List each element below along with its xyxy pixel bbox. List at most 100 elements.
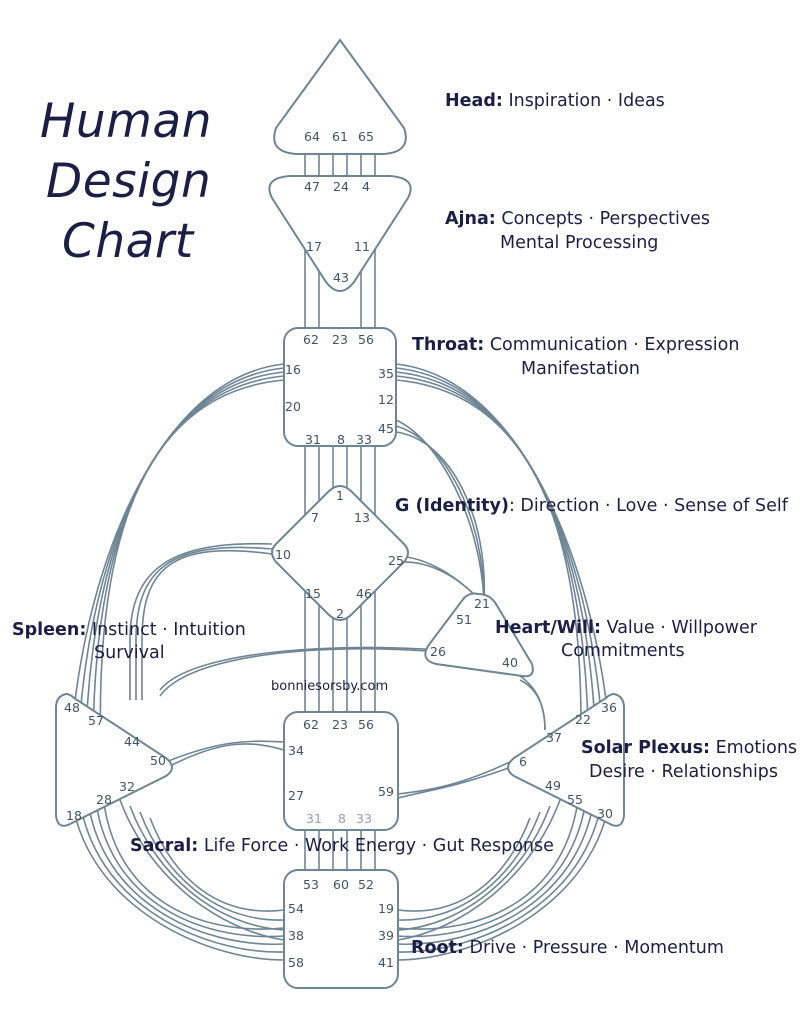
g-left-loop-2 [141,549,273,700]
gate-root-54: 54 [288,901,304,916]
gate-ajna-4: 4 [362,179,370,194]
root-label: Root: Drive · Pressure · Momentum [411,938,724,958]
throat-desc-2: Manifestation [521,359,640,379]
gate-root-41: 41 [378,955,394,970]
heart-desc-1: Value · Willpower [606,618,757,638]
sacral-label: Sacral: Life Force · Work Energy · Gut R… [130,836,554,856]
gate-root-58: 58 [288,955,304,970]
gate-solar-6: 6 [519,754,527,769]
gate-solar-49: 49 [545,778,561,793]
head-center [273,38,407,155]
gate-ajna-11: 11 [354,239,370,254]
gate-sacral-8: 8 [338,811,346,826]
gate-solar-30: 30 [597,806,613,821]
title-line-2: Design [46,154,212,209]
head-label: Head: Inspiration · Ideas [445,91,665,111]
title-line-1: Human [40,94,213,149]
g-name: G (Identity) [395,496,509,516]
gate-heart-51: 51 [456,612,472,627]
solar-plexus-desc-2: Desire · Relationships [589,762,779,782]
ajna-desc-1: Concepts · Perspectives [501,209,711,229]
throat-heart-1 [395,425,485,601]
gate-heart-21: 21 [474,596,490,611]
root-desc: Drive · Pressure · Momentum [469,938,724,958]
sacral-center [283,711,399,831]
ajna-desc-2: Mental Processing [500,233,659,253]
gate-g-13: 13 [354,510,370,525]
g-label: G (Identity): Direction · Love · Sense o… [395,496,788,516]
gate-throat-56: 56 [358,332,374,347]
solar-root-2 [397,811,541,921]
spleen-name: Spleen: [12,620,87,640]
gate-spleen-28: 28 [96,792,112,807]
spleen-label: Spleen: Instinct · Intuition [12,620,246,640]
gate-g-25: 25 [388,553,404,568]
solar-plexus-name: Solar Plexus: [581,738,711,758]
solar-plexus-desc-1: Emotions [715,738,798,758]
spleen-sacral-1 [165,743,285,769]
solar-root-3 [397,817,531,912]
head-desc: Inspiration · Ideas [508,91,665,111]
gate-root-52: 52 [358,877,374,892]
ajna-label: Ajna: Concepts · Perspectives [445,209,711,229]
spleen-root-3 [149,817,285,912]
gate-g-2: 2 [336,606,344,621]
gate-ajna-24: 24 [333,179,349,194]
gate-solar-22: 22 [575,712,591,727]
gate-sacral-27: 27 [288,788,304,803]
gate-heart-26: 26 [430,644,446,659]
solar-root-1 [397,805,551,931]
gate-solar-55: 55 [567,792,583,807]
gate-solar-36: 36 [601,700,617,715]
gate-spleen-50: 50 [150,753,166,768]
watermark: bonniesorsby.com [271,679,389,694]
solar-plexus-label: Solar Plexus: Emotions [581,738,798,758]
spleen-root-0 [119,799,285,941]
gate-throat-8: 8 [337,432,345,447]
gate-g-7: 7 [311,510,319,525]
solar-root-0 [397,799,561,941]
gate-ajna-47: 47 [304,179,320,194]
gate-head-65: 65 [358,129,374,144]
spleen-desc-1: Instinct · Intuition [91,620,246,640]
gate-g-46: 46 [356,586,372,601]
title-line-3: Chart [62,214,194,269]
gate-throat-12: 12 [378,392,394,407]
spleen-root-2 [139,811,285,921]
heart-center [424,592,534,678]
heart-desc-2: Commitments [561,641,685,661]
throat-label: Throat: Communication · Expression [412,335,740,355]
gate-throat-31: 31 [305,432,321,447]
gate-head-64: 64 [304,129,320,144]
gate-root-60: 60 [333,877,349,892]
ajna-center [268,175,412,292]
gate-solar-37: 37 [546,730,562,745]
g-left-loop-1 [135,546,273,700]
g-desc: : Direction · Love · Sense of Self [508,496,788,516]
gate-root-53: 53 [303,877,319,892]
g-center [271,484,409,621]
gate-throat-16: 16 [285,362,301,377]
spleen-desc-2: Survival [94,643,165,663]
gate-g-15: 15 [305,586,321,601]
gate-sacral-23: 23 [332,717,348,732]
gate-spleen-32: 32 [119,779,135,794]
throat-heart-0 [395,419,485,601]
gate-ajna-17: 17 [306,239,322,254]
spleen-root-1 [129,805,285,931]
gate-sacral-34: 34 [288,743,304,758]
gate-head-61: 61 [332,129,348,144]
spleen-sacral-0 [165,740,285,763]
gate-throat-62: 62 [303,332,319,347]
sacral-name: Sacral: [130,836,199,856]
gate-spleen-48: 48 [64,700,80,715]
heart-name: Heart/Will: [495,618,602,638]
gate-root-39: 39 [378,928,394,943]
gate-spleen-57: 57 [88,713,104,728]
root-center [283,869,399,989]
head-name: Head: [445,91,503,111]
gate-root-19: 19 [378,901,394,916]
root-name: Root: [411,938,464,958]
throat-desc-1: Communication · Expression [489,335,740,355]
